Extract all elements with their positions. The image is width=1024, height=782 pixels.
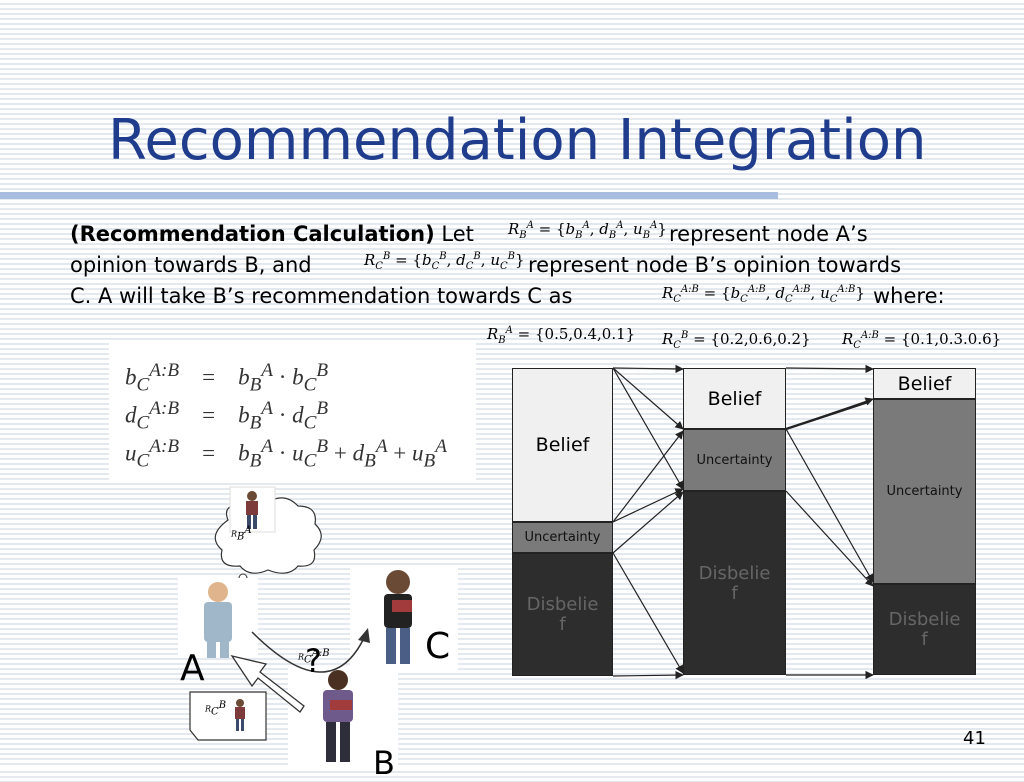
paragraph-text-3a: C. A will take B’s recommendation toward… <box>70 284 573 308</box>
bar2-uncertainty: Uncertainty <box>683 429 786 491</box>
bar3-belief: Belief <box>873 368 976 399</box>
document-card <box>189 691 267 741</box>
label-c: C <box>425 626 451 667</box>
paragraph-bold: (Recommendation Calculation) <box>70 222 435 246</box>
paragraph-text-1: represent node A’s <box>669 222 868 246</box>
formula-rbc: RCB = {bCB, dCB, uCB} <box>364 251 525 272</box>
label-b: B <box>373 744 395 782</box>
formula-rab: RBA = {bBA, dBA, uBA} <box>508 220 667 241</box>
paragraph-text-3b: where: <box>873 284 945 308</box>
formula-rabc: RCA:B = {bCA:B, dCA:B, uCA:B} <box>662 284 865 305</box>
paragraph-let: Let <box>434 222 474 246</box>
title-rule <box>0 192 778 199</box>
bar1-belief: Belief <box>512 368 613 522</box>
person-c-icon <box>384 570 412 664</box>
bar3-disbelief: Disbelie f <box>873 584 976 675</box>
wide-arrow-b-to-a <box>230 654 305 713</box>
paragraph-text-2a: opinion towards B, and <box>70 253 312 277</box>
equations-image: bCA:B = bBA · bCB dCA:B = bBA · dCB uCA:… <box>109 342 476 482</box>
people-illustration <box>178 486 458 768</box>
cloud-formula: RBA <box>231 525 252 543</box>
paragraph-text-2b: represent node B’s opinion towards <box>528 253 902 277</box>
doctor-icon <box>204 582 232 658</box>
value-rbc: RCB = {0.2,0.6,0.2} <box>662 330 811 351</box>
document-person-icon <box>235 699 245 731</box>
mapping-arrows <box>612 364 874 680</box>
bar2-belief: Belief <box>683 368 786 429</box>
label-a: A <box>180 648 205 689</box>
paragraph-line-1: (Recommendation Calculation) Let <box>70 222 474 246</box>
question-mark: ? <box>305 642 322 680</box>
curved-arrow-a-to-c <box>251 631 366 673</box>
cloud-person-icon <box>246 491 258 529</box>
page-title: Recommendation Integration <box>108 108 927 173</box>
document-formula: RCB <box>205 700 227 718</box>
value-rab: RBA = {0.5,0.4,0.1} <box>487 325 636 346</box>
curved-arrow-head <box>358 628 370 643</box>
bar1-disbelief: Disbelie f <box>512 553 613 676</box>
person-b-icon <box>323 670 353 762</box>
arrow-formula: RCA:B <box>298 648 330 666</box>
bar3-uncertainty: Uncertainty <box>873 399 976 584</box>
bar2-disbelief: Disbelie f <box>683 491 786 675</box>
bar1-uncertainty: Uncertainty <box>512 522 613 553</box>
value-rabc: RCA:B = {0.1,0.3.0.6} <box>842 330 1002 351</box>
page-number: 41 <box>963 728 986 749</box>
